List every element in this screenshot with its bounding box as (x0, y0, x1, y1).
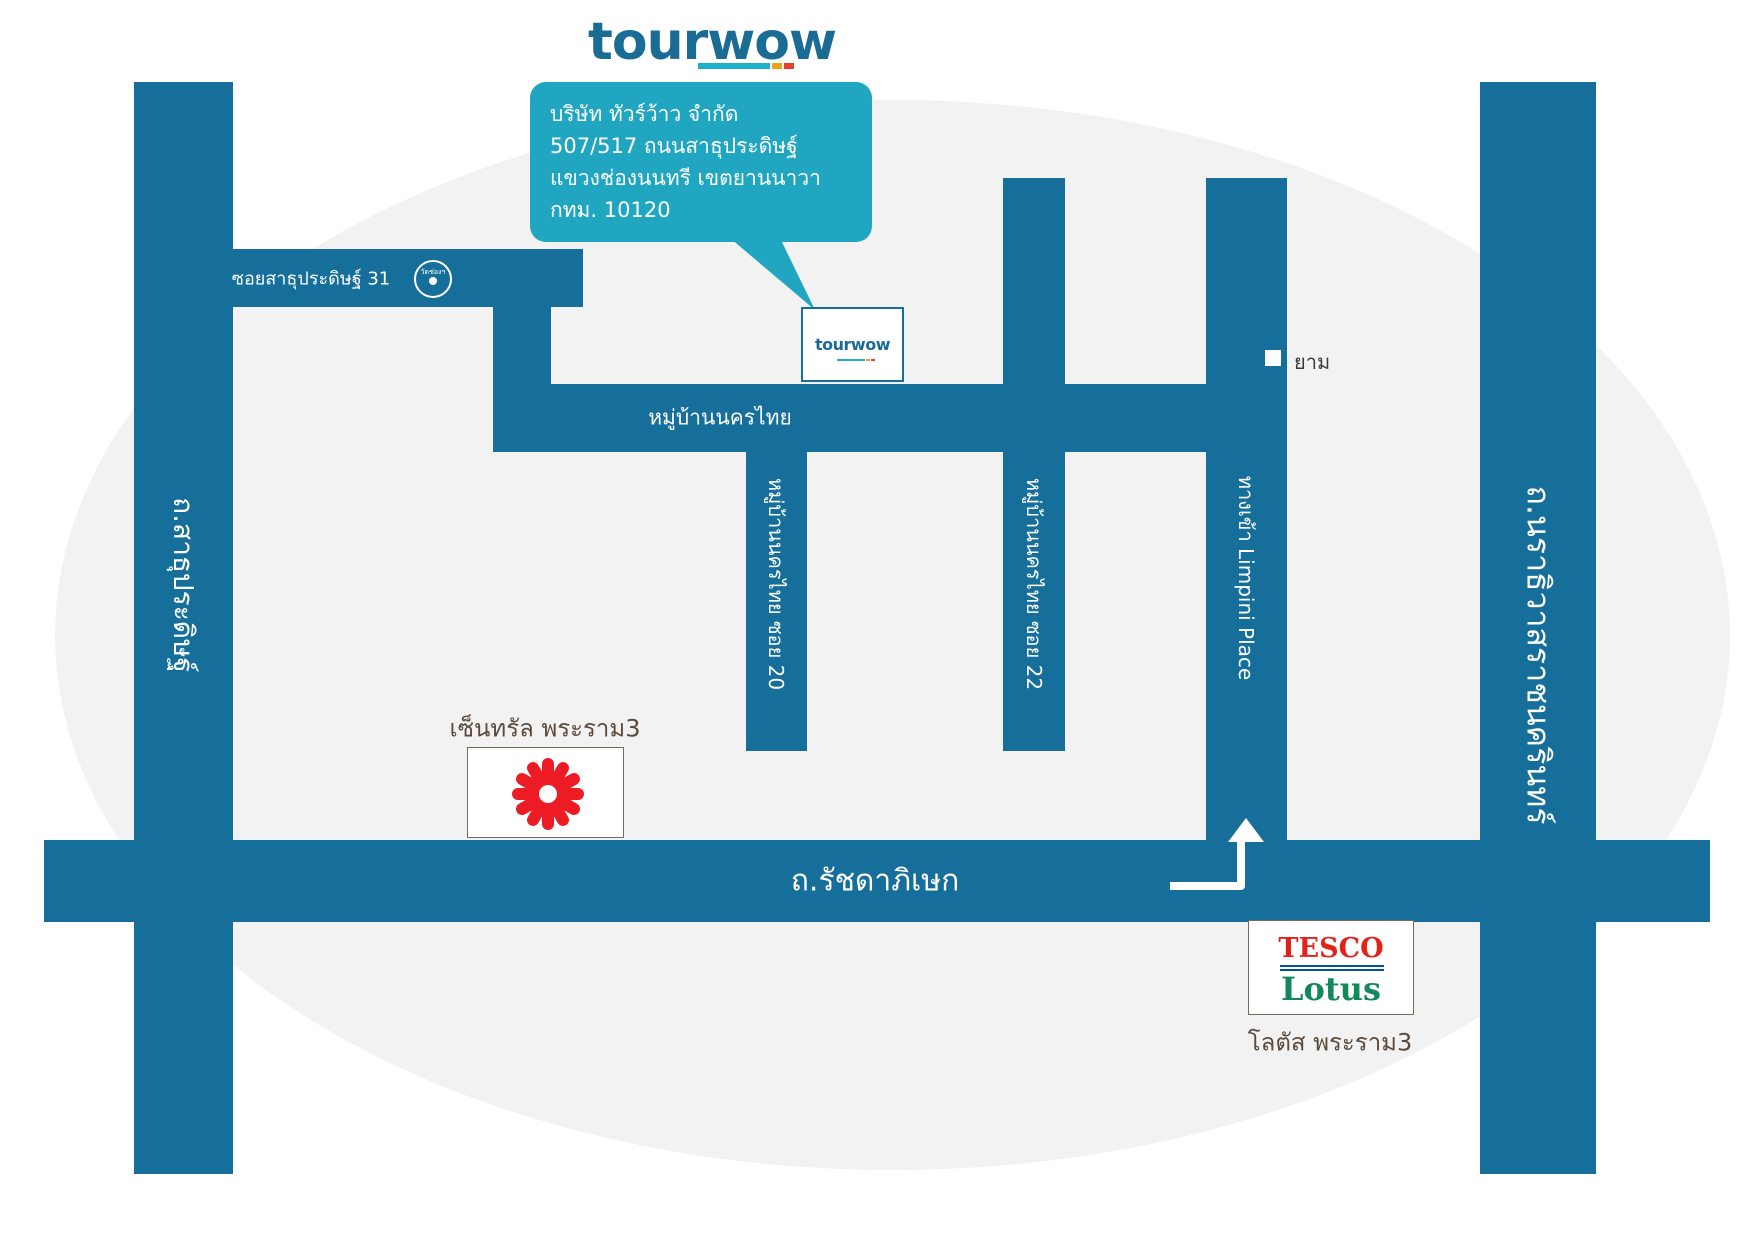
central-logo-icon (512, 758, 584, 830)
road-narathiwat (1480, 82, 1596, 1174)
central-marker (467, 747, 624, 838)
office-logo-wow: wow (850, 335, 891, 354)
office-logo-underline-orange (866, 359, 870, 361)
temple-icon: วัดช่องฯ (414, 260, 452, 298)
tourwow-logo: tourwow (588, 12, 837, 72)
address-line-1: บริษัท ทัวร์ว้าว จำกัด (550, 102, 739, 126)
label-ratchadaphisek-road: ถ.รัชดาภิเษก (790, 863, 960, 899)
office-logo-underline (837, 359, 865, 361)
office-logo-underline-red (871, 359, 875, 361)
lotus-label: โลตัส พระราม3 (1247, 1028, 1413, 1057)
address-line-3: แขวงช่องนนทรี เขตยานนาวา (550, 166, 821, 190)
label-sathu-pradit-road: ถ.สาธุประดิษฐ์ (167, 497, 200, 673)
road-soi-22 (1003, 178, 1065, 751)
guard-post-label: ยาม (1294, 350, 1331, 374)
road-nakhon-thai-village (493, 384, 1287, 452)
road-limpini (1206, 178, 1287, 840)
temple-icon-text: วัดช่องฯ (421, 268, 446, 276)
logo-text-tour: tour (588, 12, 708, 72)
road-ratchadaphisek (44, 840, 1710, 922)
label-soi-31: ซอยสาธุประดิษฐ์ 31 (231, 268, 391, 290)
label-limpini-entrance: ทางเข้า Limpini Place (1234, 475, 1258, 681)
office-logo-tour: tour (815, 335, 851, 354)
tourwow-office-marker: tourwow (801, 307, 904, 382)
address-line-4: กทม. 10120 (550, 198, 671, 222)
address-line-2: 507/517 ถนนสาธุประดิษฐ์ (550, 134, 798, 158)
tesco-lotus-marker: TESCO Lotus (1248, 920, 1414, 1015)
tesco-stripes (1280, 965, 1384, 973)
label-soi-22: หมู่บ้านนครไทย ซอย 22 (1022, 477, 1046, 691)
central-label: เซ็นทรัล พระราม3 (449, 714, 641, 743)
label-nakhon-thai-village: หมู่บ้านนครไทย (648, 405, 792, 430)
address-text: บริษัท ทัวร์ว้าว จำกัด 507/517 ถนนสาธุปร… (550, 98, 821, 226)
logo-underline (698, 63, 794, 69)
address-bubble (530, 82, 872, 242)
road-soi-20 (746, 452, 807, 751)
label-narathiwat-road: ถ.นราธิวาสราชนครินทร์ (1519, 485, 1558, 825)
logo-text-wow: wow (707, 12, 837, 72)
guard-post-icon (1263, 348, 1283, 368)
tesco-logo-text: TESCO (1278, 933, 1384, 964)
label-soi-20: หมู่บ้านนครไทย ซอย 20 (764, 477, 788, 691)
office-logo: tourwow (803, 335, 902, 354)
road-sathu-pradit (134, 82, 233, 1174)
lotus-logo-text: Lotus (1281, 970, 1381, 1008)
